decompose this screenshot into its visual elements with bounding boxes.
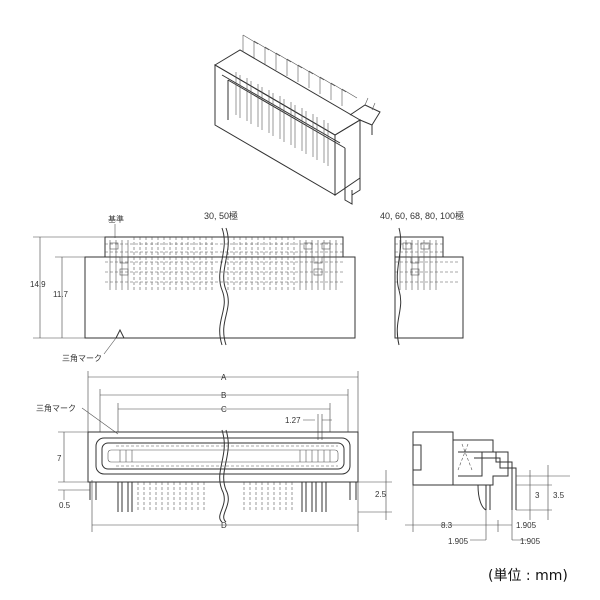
dim-h7: 7 (57, 454, 62, 463)
dim-pitch: 1.27 (285, 416, 301, 425)
front-view: 基準 30, 50極 14.9 11.7 三角マーク (30, 210, 356, 363)
dim-d3: 3 (535, 491, 540, 500)
dim-d1905b: 1.905 (448, 537, 469, 546)
dim-d83: 8.3 (441, 521, 453, 530)
dim-d35: 3.5 (553, 491, 565, 500)
isometric-view (214, 34, 381, 205)
poles-right-label: 40, 60, 68, 80, 100極 (380, 210, 464, 221)
dim-p25: 2.5 (375, 490, 387, 499)
dim-d1905a: 1.905 (516, 521, 537, 530)
triangle-mark-label-2: 三角マーク (36, 403, 76, 413)
triangle-mark-label-1: 三角マーク (62, 353, 102, 363)
side-view: 8.3 1.905 1.905 1.905 3 3.5 (405, 431, 570, 546)
bottom-view: A B C D 1.27 三角マーク 7 0.5 2.5 (36, 371, 392, 532)
dim-h-body: 11.7 (53, 290, 69, 299)
poles-left-label: 30, 50極 (204, 210, 238, 221)
unit-label: (単位 : mm) (488, 568, 568, 584)
dim-h-total: 14.9 (30, 280, 46, 289)
dim-a: A (221, 373, 227, 382)
dim-d: D (221, 521, 227, 530)
dim-b: B (221, 391, 226, 400)
front-view-right: 40, 60, 68, 80, 100極 (380, 210, 464, 346)
dim-p05: 0.5 (59, 501, 71, 510)
dim-d1905c: 1.905 (520, 537, 541, 546)
front-triangle-mark (115, 328, 125, 339)
reference-label: 基準 (108, 214, 124, 224)
dim-c: C (221, 405, 227, 414)
